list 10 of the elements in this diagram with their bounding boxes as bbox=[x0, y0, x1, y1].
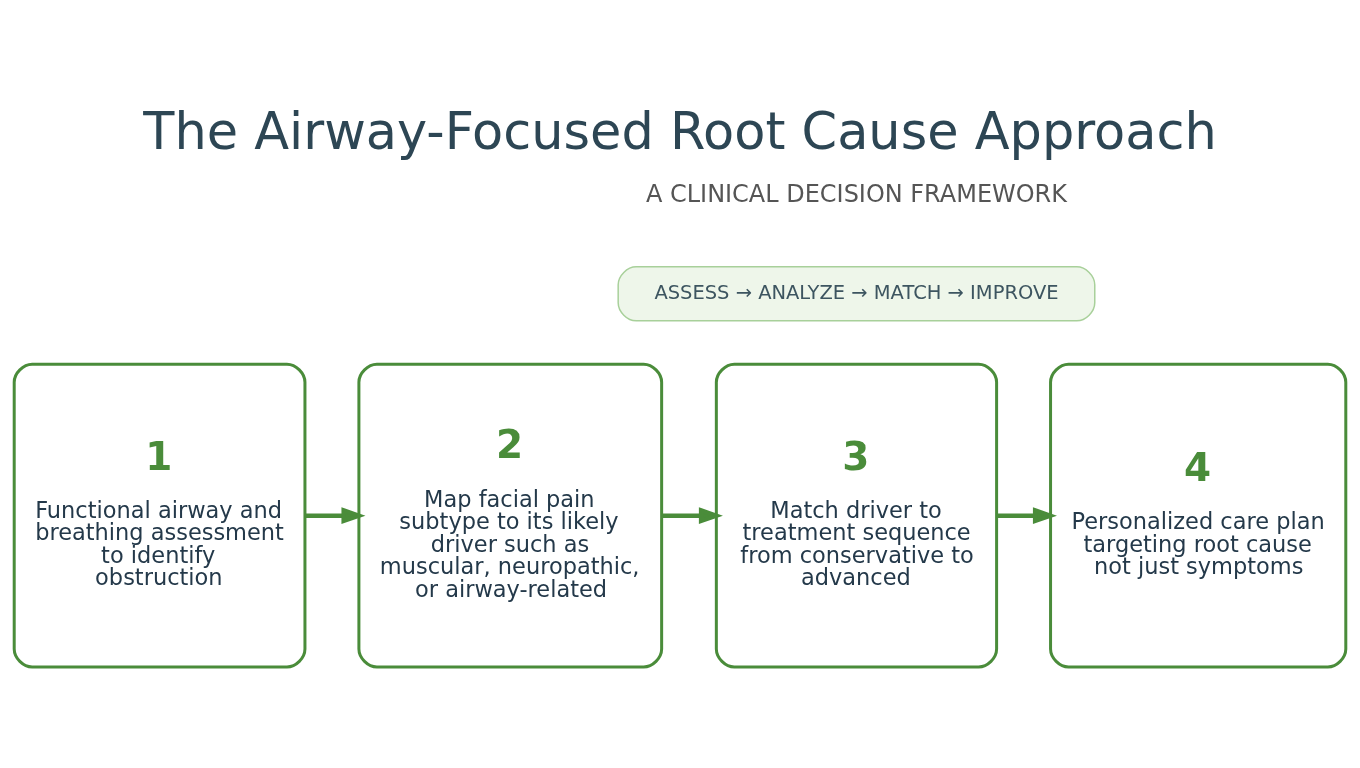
node-box: 2 Map facial pain subtype to its likely driver such as muscular, neuropathic, or airway-related bbox=[357, 362, 664, 668]
diagram-title: The Airway-Focused Root Cause Approach bbox=[143, 101, 1217, 161]
arrow bbox=[996, 506, 1057, 524]
arrow bbox=[305, 506, 366, 524]
node-box: 1 Functional airway and breathing assessment to identify obstruction bbox=[12, 362, 307, 668]
node-box: 3 Match driver to treatment sequence from conservative to advanced bbox=[714, 362, 999, 668]
arrow bbox=[661, 506, 723, 524]
node-box: 4 Personalized care plan targeting root cause not just symptoms bbox=[1049, 362, 1348, 668]
node-box: ASSESS → ANALYZE → MATCH → IMPROVE bbox=[617, 265, 1096, 322]
label: A CLINICAL DECISION FRAMEWORK bbox=[645, 179, 1067, 208]
